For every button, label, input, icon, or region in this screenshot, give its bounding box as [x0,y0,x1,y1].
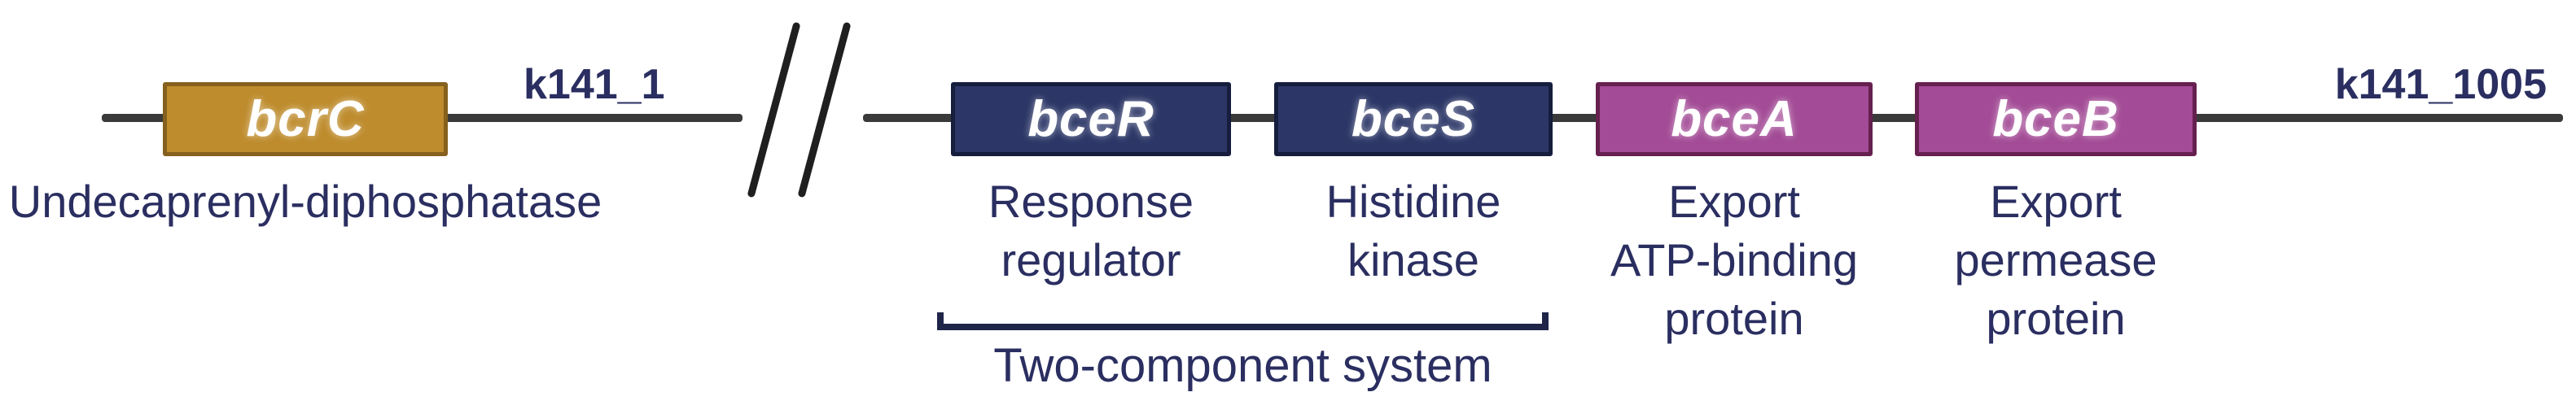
gene-box-bceR: bceR [951,82,1231,156]
gene-name-label: bceB [1992,91,2119,147]
gene-caption-bceR: Response regulator [988,172,1194,290]
gene-name-label: bceS [1351,91,1476,147]
contig-label-k141-1: k141_1 [524,61,665,108]
gene-caption-line: Response [988,176,1194,227]
gene-caption-line: permease [1954,234,2158,285]
sequence-break-slash-icon [747,21,801,198]
gene-caption-line: regulator [1001,234,1181,285]
gene-caption-line: protein [1664,293,1804,344]
gene-caption-line: Undecaprenyl-diphosphatase [8,176,602,227]
two-component-system-bracket [937,312,1549,330]
gene-caption-bceS: Histidine kinase [1326,172,1501,290]
gene-caption-bceB: Export permease protein [1954,172,2157,348]
gene-caption-line: kinase [1347,234,1479,285]
gene-box-bceB: bceB [1915,82,2197,156]
gene-box-bcrC: bcrC [163,82,448,156]
gene-box-bceS: bceS [1274,82,1553,156]
gene-name-label: bcrC [246,91,365,147]
sequence-break-slash-icon [797,21,852,198]
gene-name-label: bceA [1671,91,1798,147]
gene-caption-line: Export [1990,176,2122,227]
two-component-system-label: Two-component system [993,339,1492,392]
contig-label-k141-1005: k141_1005 [2334,61,2547,108]
gene-caption-line: Histidine [1325,176,1501,227]
gene-caption-bceA: Export ATP-binding protein [1610,172,1858,348]
gene-caption-line: ATP-binding [1610,234,1859,285]
gene-caption-line: Export [1668,176,1800,227]
gene-caption-bcrC: Undecaprenyl-diphosphatase [9,172,602,231]
gene-name-label: bceR [1027,91,1154,147]
gene-caption-line: protein [1986,293,2126,344]
gene-box-bceA: bceA [1596,82,1873,156]
